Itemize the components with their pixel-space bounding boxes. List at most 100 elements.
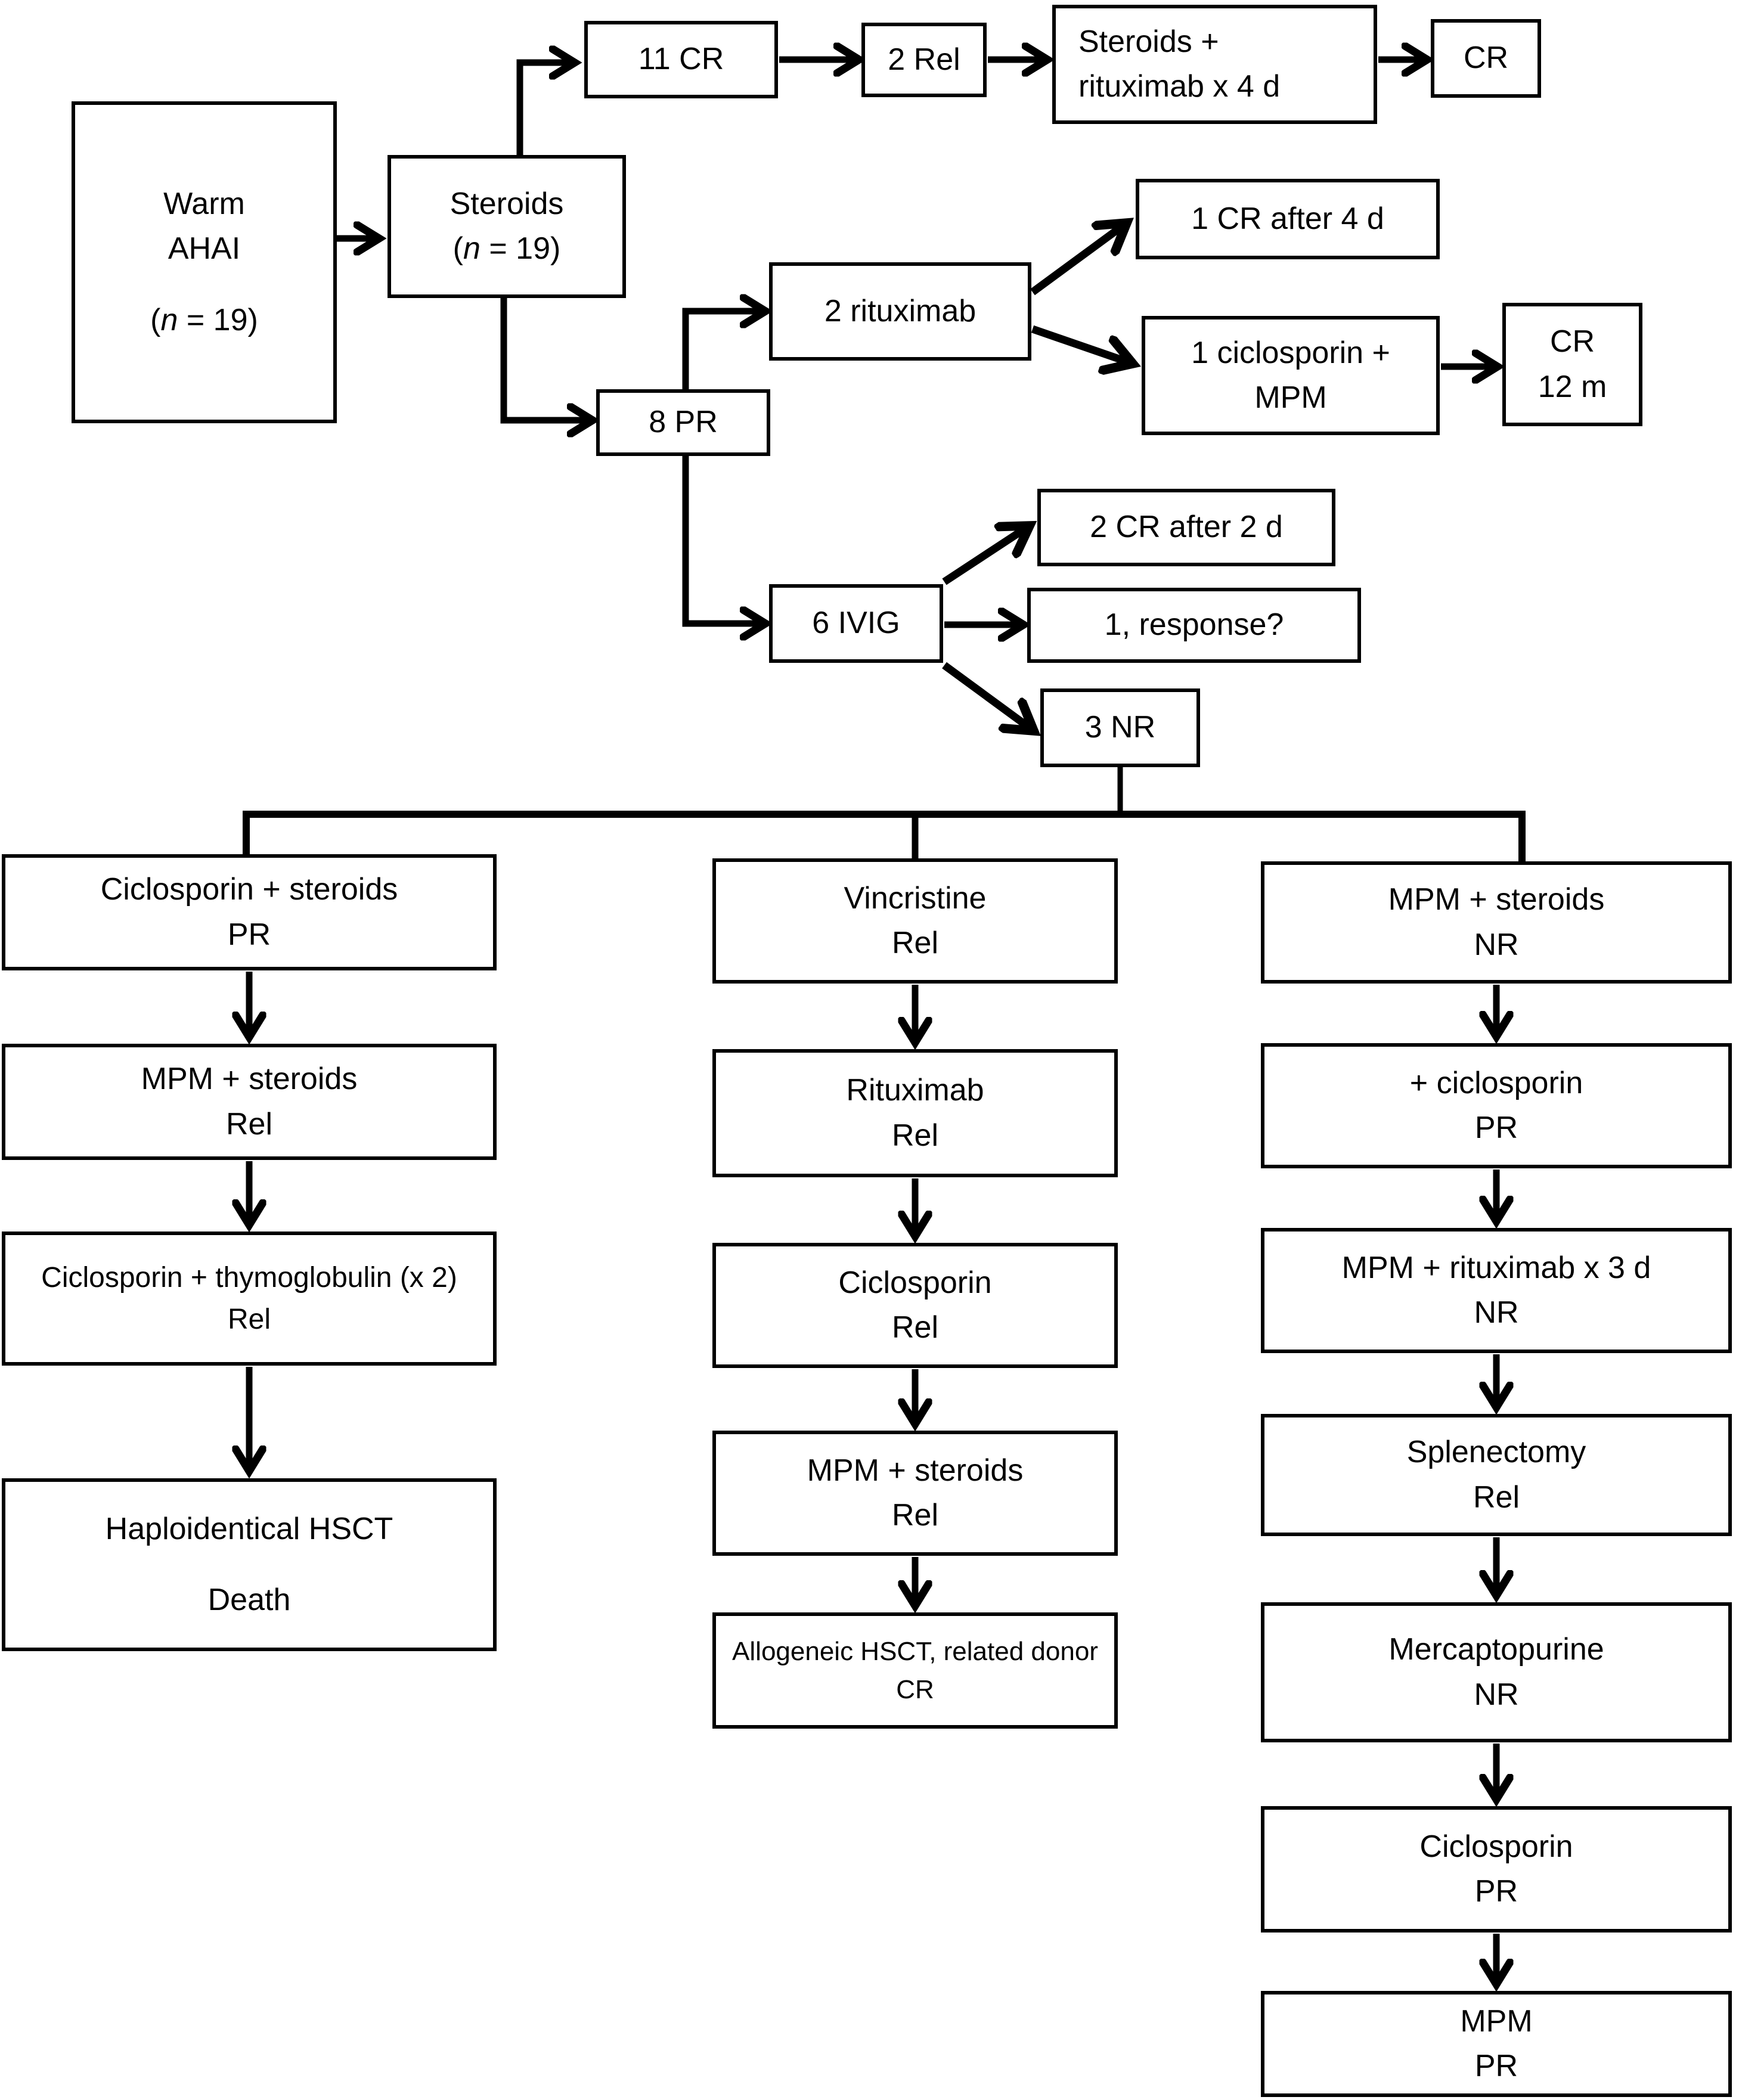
right6-line2: PR [1474,1874,1518,1909]
steroids-count-n: n [463,231,481,266]
right7-line2: PR [1474,2049,1518,2083]
right2-line1: + ciclosporin [1409,1065,1583,1100]
2cr-after-2d-box: 2 CR after 2 d [1037,489,1335,566]
steroids-rituximab-box: Steroids + rituximab x 4 d [1052,5,1377,124]
right-col-box-plus-ciclosporin: + ciclosporin PR [1261,1043,1732,1168]
2rituximab-box: 2 rituximab [769,262,1031,361]
left3-line1: Ciclosporin + thymoglobulin (x 2) [41,1261,457,1293]
right-col-box-mpm: MPM PR [1261,1991,1732,2097]
mid-col-box-ciclosporin: Ciclosporin Rel [712,1243,1118,1368]
connector-distribution-rail [243,811,1526,861]
cr-top-box: CR [1431,19,1541,98]
warm-line1: Warm [163,186,245,221]
right5-line2: NR [1474,1677,1519,1712]
right3-line1: MPM + rituximab x 3 d [1341,1250,1651,1285]
mid2-line2: Rel [891,1118,939,1153]
left4-line1: Haploidentical HSCT [105,1511,393,1546]
3nr-label: 3 NR [1084,710,1156,745]
mid4-line1: MPM + steroids [807,1453,1024,1488]
right4-line1: Splenectomy [1406,1435,1586,1470]
arrow-6ivig-to-3nr [942,662,1034,731]
warm-count: (n = 19) [150,298,258,343]
warm-count-open: ( [150,302,161,337]
1ciclosporin-mpm-box: 1 ciclosporin + MPM [1142,316,1440,435]
left-col-box-mpm-steroids: MPM + steroids Rel [2,1044,497,1160]
2rel-label: 2 Rel [888,42,960,77]
mid1-line1: Vincristine [844,880,987,916]
right7-line1: MPM [1460,2003,1533,2039]
arrow-2rituximab-to-1ciclosporin [1031,325,1133,364]
steroids-box: Steroids (n = 19) [388,155,626,298]
cr-12m-box: CR 12 m [1502,303,1642,426]
left1-line1: Ciclosporin + steroids [100,872,398,907]
right-col-box-splenectomy: Splenectomy Rel [1261,1414,1732,1536]
steroids-rituximab-line2: rituximab x 4 d [1078,69,1281,104]
arrow-6ivig-to-2cr2d [942,526,1030,585]
left-col-box-ciclosporin-steroids: Ciclosporin + steroids PR [2,854,497,970]
11cr-label: 11 CR [638,42,724,77]
mid2-line1: Rituximab [846,1073,984,1108]
mid5-line1: Allogeneic HSCT, related donor [732,1636,1098,1666]
mid4-line2: Rel [891,1498,939,1533]
arrow-8pr-to-6ivig [682,455,765,624]
2cr-after-2d-label: 2 CR after 2 d [1090,510,1283,545]
arrow-8pr-to-2rituximab [682,311,765,390]
right3-line2: NR [1474,1295,1519,1330]
left3-line2: Rel [227,1303,271,1335]
left2-line1: MPM + steroids [141,1062,358,1097]
1cr-after-4d-box: 1 CR after 4 d [1136,179,1440,259]
arrow-steroids-to-11cr [516,63,575,156]
right6-line1: Ciclosporin [1419,1829,1573,1864]
mid-col-box-vincristine: Vincristine Rel [712,858,1118,984]
right-col-box-mpm-rituximab: MPM + rituximab x 3 d NR [1261,1228,1732,1353]
arrow-2rituximab-to-1cr4d [1030,223,1127,296]
mid-col-box-allogeneic-hsct: Allogeneic HSCT, related donor CR [712,1612,1118,1729]
warm-line2: AHAI [168,231,241,266]
cr-top-label: CR [1463,41,1509,76]
cr-12m-line1: CR [1549,324,1595,359]
6ivig-box: 6 IVIG [769,584,943,663]
2rituximab-label: 2 rituximab [824,293,977,328]
left-col-box-ciclosporin-thymoglobulin: Ciclosporin + thymoglobulin (x 2) Rel [2,1232,497,1366]
mid3-line1: Ciclosporin [838,1265,992,1300]
6ivig-label: 6 IVIG [812,606,900,641]
8pr-box: 8 PR [596,389,770,456]
right-col-box-ciclosporin: Ciclosporin PR [1261,1806,1732,1933]
1ciclosporin-mpm-line2: MPM [1254,380,1327,415]
1-response-label: 1, response? [1104,607,1284,643]
right2-line2: PR [1474,1111,1518,1145]
1-response-box: 1, response? [1027,588,1361,663]
8pr-label: 8 PR [649,405,718,440]
mid3-line2: Rel [891,1310,939,1345]
right4-line2: Rel [1473,1479,1520,1515]
arrow-steroids-to-8pr [500,297,593,420]
warm-count-n: n [160,302,178,337]
left1-line2: PR [227,917,271,952]
right-col-box-mpm-steroids: MPM + steroids NR [1261,861,1732,984]
mid1-line2: Rel [891,926,939,960]
left2-line2: Rel [225,1106,273,1141]
warm-count-rest: = 19) [178,302,258,337]
right5-line1: Mercaptopurine [1388,1632,1604,1667]
mid-col-box-mpm-steroids: MPM + steroids Rel [712,1431,1118,1556]
1ciclosporin-mpm-line1: 1 ciclosporin + [1191,335,1390,370]
mid5-line2: CR [896,1674,934,1704]
right1-line1: MPM + steroids [1388,882,1605,917]
11cr-box: 11 CR [584,21,778,98]
mid-col-box-rituximab: Rituximab Rel [712,1049,1118,1177]
2rel-box: 2 Rel [861,23,987,97]
steroids-line1: Steroids [450,186,564,221]
cr-12m-line2: 12 m [1537,369,1607,404]
1cr-after-4d-label: 1 CR after 4 d [1191,201,1384,236]
warm-ahai-box: Warm AHAI (n = 19) [72,101,337,423]
steroids-count: (n = 19) [453,227,561,271]
left4-line2: Death [207,1583,291,1617]
right1-line2: NR [1474,927,1519,962]
3nr-box: 3 NR [1040,688,1200,767]
steroids-rituximab-line1: Steroids + [1078,24,1219,59]
left-col-box-haploidentical-hsct: Haploidentical HSCT Death [2,1478,497,1651]
right-col-box-mercaptopurine: Mercaptopurine NR [1261,1602,1732,1742]
steroids-count-rest: = 19) [480,231,561,266]
